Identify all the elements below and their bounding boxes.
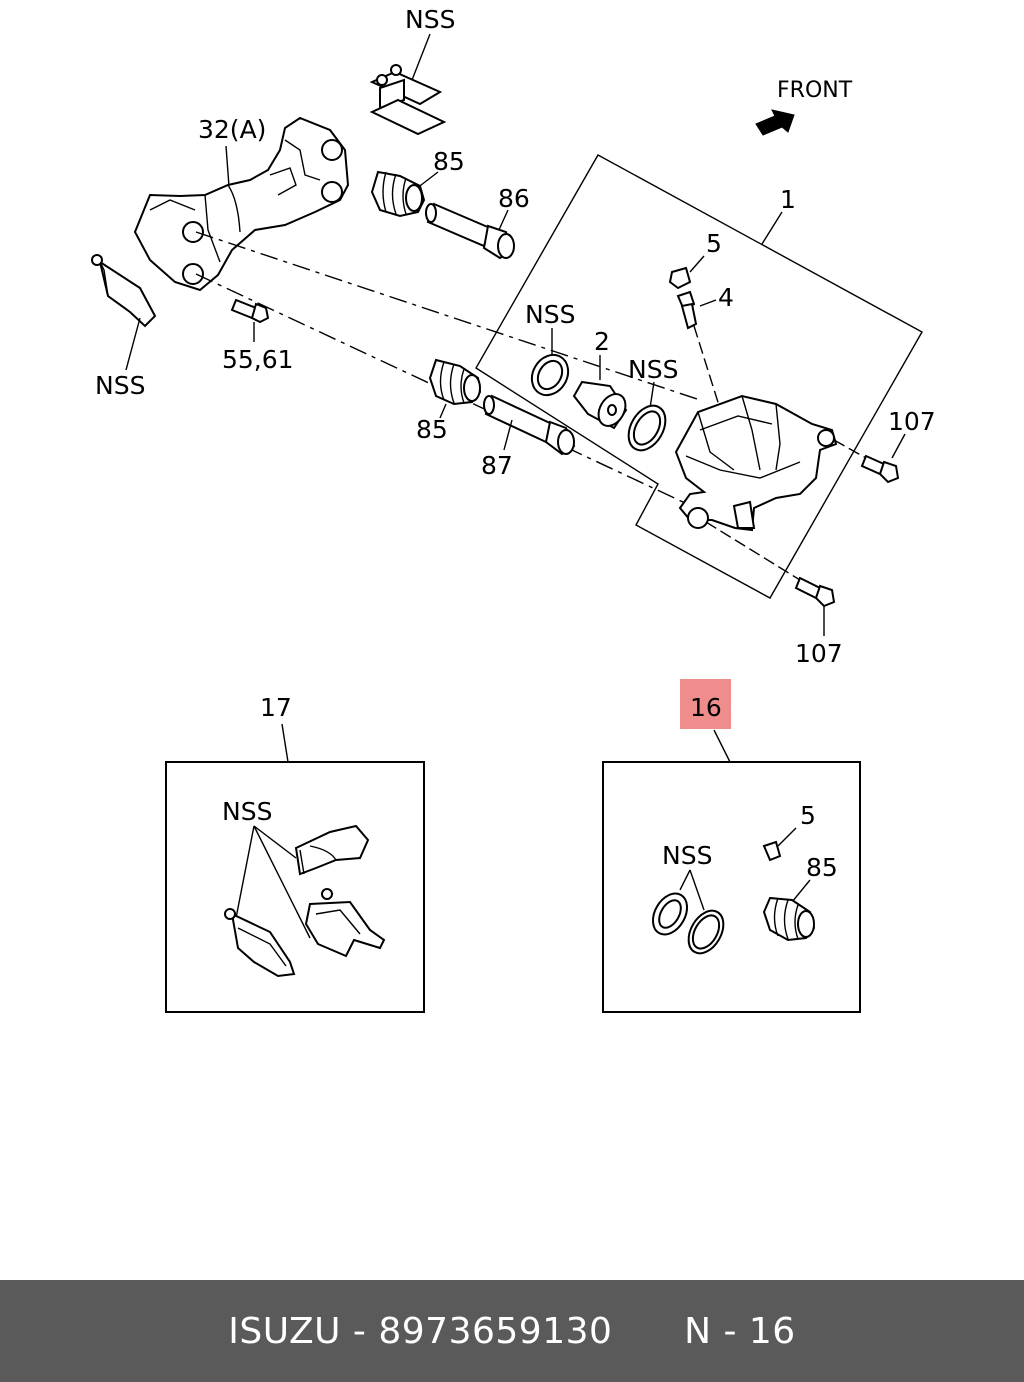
- anti-rattle-clip-top: [369, 64, 447, 136]
- highlight-kit-seal: [680, 679, 731, 729]
- footer-part-number: 8973659130: [378, 1310, 613, 1352]
- label-nss-left: NSS: [95, 371, 145, 400]
- label-bolt-bottom: 107: [795, 639, 843, 668]
- anti-rattle-clip-left: [91, 254, 157, 328]
- caliper-piston: [572, 380, 628, 430]
- kit-piston-seal: [651, 892, 689, 936]
- label-boot-upper: 85: [433, 147, 465, 176]
- label-bracket: 32(A): [198, 115, 266, 144]
- guide-pin-lower: [483, 394, 576, 456]
- label-kit-seal-nss: NSS: [662, 841, 712, 870]
- label-bleeder: 4: [718, 283, 734, 312]
- label-boot-lower: 85: [416, 415, 448, 444]
- label-nss-top: NSS: [405, 5, 455, 34]
- parts-diagram: NSS FRONT 32(A) 85 86: [91, 5, 936, 1013]
- label-caliper-assembly: 1: [780, 185, 796, 214]
- caliper-assembly-outline: [475, 154, 923, 599]
- footer-page-ref: N - 16: [684, 1310, 796, 1352]
- label-kit-pads: 17: [260, 693, 292, 722]
- label-bolt-bracket: 55,61: [222, 345, 294, 374]
- label-piston: 2: [594, 327, 610, 356]
- label-kit-seal-boot: 85: [806, 853, 838, 882]
- label-bolt-right: 107: [888, 407, 936, 436]
- front-arrow-icon: [755, 109, 795, 136]
- kit-bleeder-cap: [762, 840, 782, 862]
- caliper-bolt-bottom: [794, 576, 836, 608]
- caliper-body: [674, 394, 838, 532]
- dust-seal-ring: [627, 404, 667, 452]
- pin-boot-lower: [428, 358, 482, 406]
- bleeder-cap: [668, 266, 692, 290]
- label-pin-lower: 87: [481, 451, 513, 480]
- brake-pad: [294, 824, 370, 876]
- bleeder-screw: [676, 290, 698, 330]
- piston-seal: [530, 353, 570, 397]
- seal-kit-box: [602, 761, 861, 1013]
- pin-boot-upper: [370, 170, 426, 218]
- label-pin-upper: 86: [498, 184, 530, 213]
- guide-pin-upper: [425, 202, 515, 260]
- pad-kit-box: [165, 761, 425, 1013]
- label-cap: 5: [706, 229, 722, 258]
- footer-separator: -: [340, 1310, 379, 1352]
- bracket-bolt: [230, 298, 270, 324]
- footer-brand: ISUZU: [228, 1310, 341, 1352]
- pad-clip-left: [224, 908, 296, 978]
- label-kit-seal: 16: [690, 693, 722, 722]
- pad-clip-right: [304, 888, 386, 958]
- label-kit-seal-cap: 5: [800, 801, 816, 830]
- label-nss-ring: NSS: [628, 355, 678, 384]
- footer-bar: ISUZU - 8973659130 N - 16: [0, 1280, 1024, 1382]
- label-nss-seal: NSS: [525, 300, 575, 329]
- caliper-bracket: [133, 116, 350, 292]
- label-kit-pads-nss: NSS: [222, 797, 272, 826]
- label-front: FRONT: [777, 78, 853, 103]
- kit-pin-boot: [762, 896, 816, 942]
- footer-gap: [612, 1311, 684, 1352]
- caliper-bolt-right: [860, 454, 900, 484]
- kit-dust-seal: [687, 909, 725, 955]
